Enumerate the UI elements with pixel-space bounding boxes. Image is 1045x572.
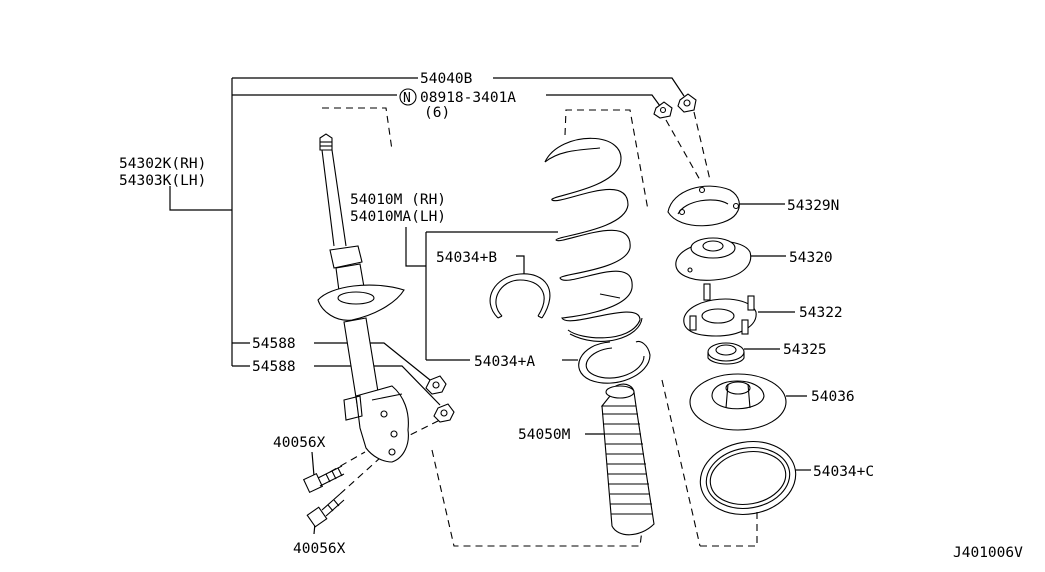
nut-08918-3401A: [653, 101, 673, 119]
label-54036: 54036: [811, 389, 855, 405]
rubber-seat-54034C: [699, 441, 797, 515]
mount-plate-54329N: [667, 185, 740, 227]
label-40056X-top: 40056X: [273, 435, 326, 451]
label-54034B: 54034+B: [436, 250, 497, 266]
label-54034C: 54034+C: [813, 464, 874, 480]
bearing-54325: [707, 342, 745, 365]
label-54588-top: 54588: [252, 336, 296, 352]
label-54040B: 54040B: [420, 71, 473, 87]
part-labels: 54040B N 08918-3401A (6) 54302K(RH) 5430…: [119, 71, 1023, 561]
diagram-code: J401006V: [953, 545, 1023, 561]
strut-assembly: [317, 133, 409, 463]
dust-boot-54050M: [600, 383, 655, 536]
nut-54588-bottom: [433, 403, 455, 423]
bolt-40056X-bottom: [306, 493, 345, 528]
spring-seat-54036: [689, 373, 787, 431]
insulator-54320: [675, 237, 752, 281]
leader-lines: [169, 77, 811, 535]
label-54322: 54322: [799, 305, 843, 321]
label-nut-symbol: N: [403, 91, 411, 106]
label-54320: 54320: [789, 250, 833, 266]
label-54325: 54325: [783, 342, 827, 358]
upper-mount-54322: [683, 283, 757, 337]
nut-n-symbol-circle: [399, 88, 417, 106]
label-54010MA: 54010MA(LH): [350, 209, 446, 225]
label-40056X-bottom: 40056X: [293, 541, 346, 557]
nut-54040B: [677, 93, 697, 113]
nut-54588-top: [425, 375, 447, 395]
bolt-40056X-top: [302, 465, 345, 494]
seat-ring-54034A: [578, 340, 651, 384]
label-54034A: 54034+A: [474, 354, 535, 370]
label-54050M: 54050M: [518, 427, 571, 443]
label-54588-bottom: 54588: [252, 359, 296, 375]
seat-ring-54034B: [489, 273, 551, 319]
label-08918-3401A: 08918-3401A: [420, 90, 516, 106]
coil-spring: [544, 137, 643, 342]
label-54010M: 54010M (RH): [350, 192, 446, 208]
label-08918-qty: (6): [424, 105, 450, 121]
label-54303K: 54303K(LH): [119, 173, 206, 189]
label-54302K: 54302K(RH): [119, 156, 206, 172]
label-54329N: 54329N: [787, 198, 839, 214]
